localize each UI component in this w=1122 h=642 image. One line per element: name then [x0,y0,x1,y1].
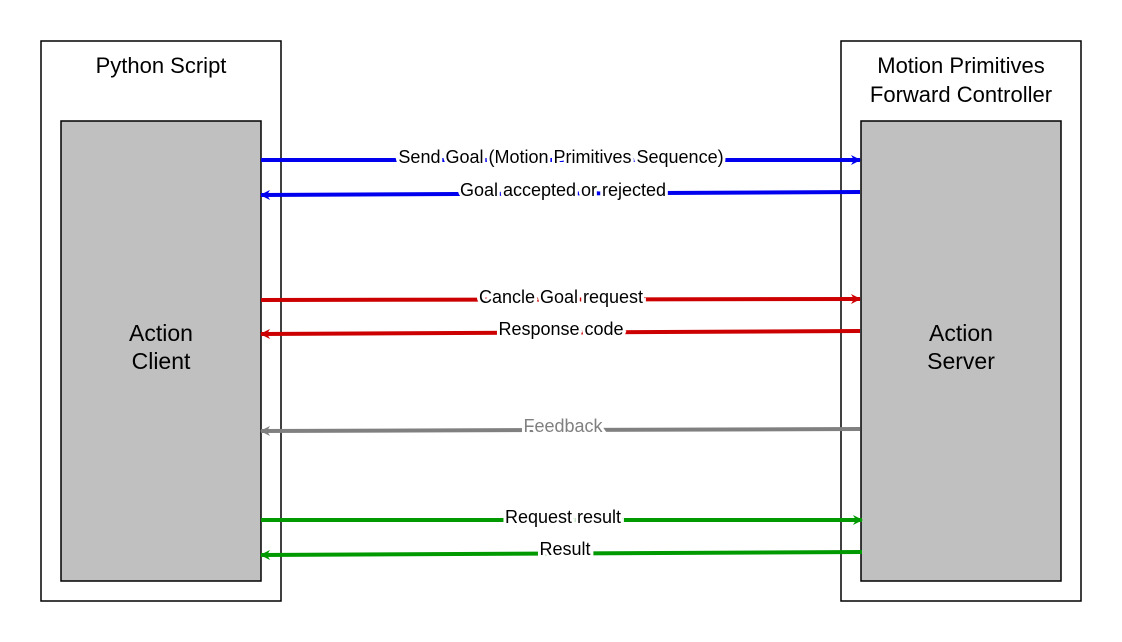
action-server-box [860,120,1062,582]
response-code-arrow [260,328,861,339]
action-client-label-line2: Client [132,348,191,374]
message-arrows: Send Goal (Motion Primitives Sequence) G… [260,144,863,562]
feedback-label: Feedback [523,416,603,436]
request-result-label: Request result [505,507,621,527]
feedback-arrow [260,425,861,436]
python-script-container: Python Script Action Client [40,40,282,602]
action-server-label-line1: Action [929,320,993,346]
cancel-goal-label: Cancle Goal request [479,287,643,307]
cancel-goal-arrow [260,294,861,305]
goal-accepted-label: Goal accepted or rejected [460,180,666,200]
python-script-title: Python Script [96,53,227,78]
action-client-label-line1: Action [129,320,193,346]
goal-accepted-arrow [260,189,861,200]
action-client-box [60,120,262,582]
action-server-label-line2: Server [927,348,995,374]
response-code-label: Response code [498,319,623,339]
controller-container: Motion Primitives Forward Controller Act… [840,40,1082,602]
controller-title-line1: Motion Primitives [877,53,1044,78]
controller-title-line2: Forward Controller [870,82,1052,107]
result-label: Result [539,539,590,559]
result-arrow [260,549,863,560]
send-goal-label: Send Goal (Motion Primitives Sequence) [398,147,723,167]
